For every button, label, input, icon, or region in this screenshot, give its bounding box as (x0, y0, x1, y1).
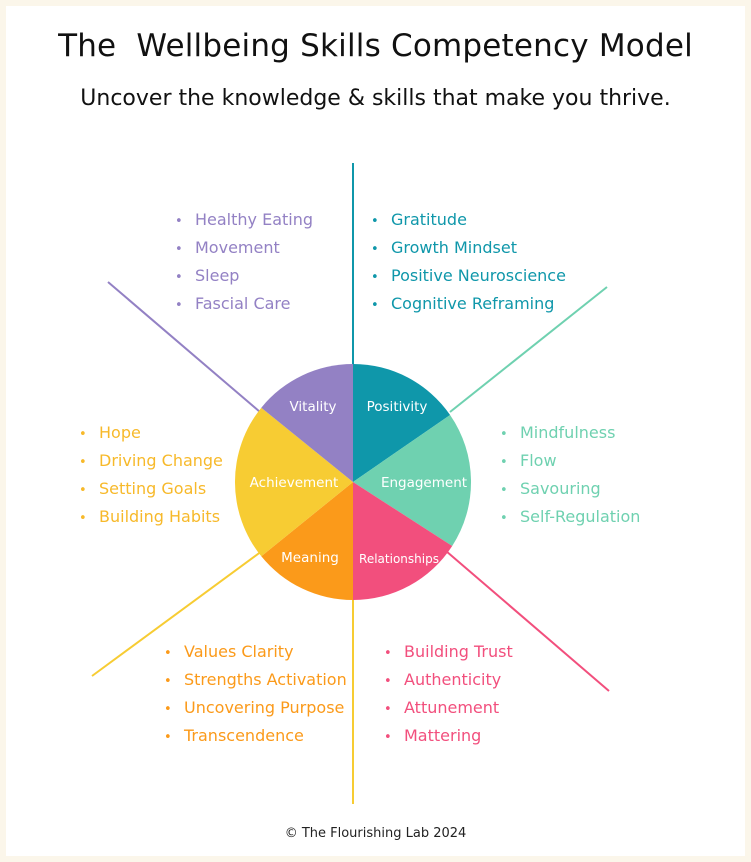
bullet-dot-icon: • (371, 298, 379, 313)
bullet-dot-icon: • (371, 214, 379, 229)
achievement-skill-item: • Driving Change (79, 448, 223, 476)
vitality-skill-item: • Sleep (175, 263, 313, 291)
meaning-segment (261, 482, 353, 600)
meaning-skill-label: Uncovering Purpose (184, 698, 345, 717)
bullet-dot-icon: • (79, 483, 87, 498)
relationships-skill-list: •Building Trust•Authenticity•Attunement•… (384, 639, 513, 751)
relationships-skill-label: Building Trust (404, 642, 513, 661)
relationships-skill-label: Attunement (404, 698, 500, 717)
engagement-skill-item: • Savouring (500, 476, 640, 504)
bullet-dot-icon: • (164, 702, 172, 717)
achievement-skill-item: • Setting Goals (79, 476, 223, 504)
positivity-skill-item: • Growth Mindset (371, 235, 566, 263)
meaning-skill-label: Values Clarity (184, 642, 294, 661)
positivity-skill-label: Growth Mindset (391, 238, 517, 257)
bullet-dot-icon: • (175, 270, 183, 285)
achievement-skill-label: Hope (99, 423, 141, 442)
meaning-skill-item: • Values Clarity (164, 639, 347, 667)
bullet-dot-icon: • (175, 242, 183, 257)
bullet-dot-icon: • (164, 674, 172, 689)
relationships-skill-item: • Mattering (384, 723, 513, 751)
engagement-segment (353, 415, 472, 546)
vitality-skill-label: Movement (195, 238, 280, 257)
vitality-skill-item: • Healthy Eating (175, 207, 313, 235)
bullet-dot-icon: • (500, 455, 508, 470)
relationships-skill-label: Mattering (404, 726, 482, 745)
relationships-skill-item: • Attunement (384, 695, 513, 723)
bullet-dot-icon: • (79, 455, 87, 470)
bullet-dot-icon: • (384, 674, 392, 689)
meaning-skill-item: • Uncovering Purpose (164, 695, 347, 723)
vitality-skill-list: • Healthy Eating • Movement • Sleep • Fascial C… (175, 207, 313, 319)
relationships-skill-label: Authenticity (404, 670, 502, 689)
bullet-dot-icon: • (164, 730, 172, 745)
relationships-spoke (445, 550, 610, 692)
bullet-dot-icon: • (79, 427, 87, 442)
vitality-skill-item: • Movement (175, 235, 313, 263)
bullet-dot-icon: • (371, 242, 379, 257)
positivity-skill-item: • Gratitude (371, 207, 566, 235)
engagement-skill-item: • Mindfulness (500, 420, 640, 448)
meaning-label: Meaning (281, 550, 339, 566)
positivity-skill-item: • Positive Neuroscience (371, 263, 566, 291)
bullet-dot-icon: • (371, 270, 379, 285)
vitality-skill-item: • Fascial Care (175, 291, 313, 319)
copyright-footer: © The Flourishing Lab 2024 (284, 826, 467, 841)
achievement-skill-label: Building Habits (99, 507, 221, 526)
meaning-skill-label: Transcendence (184, 726, 304, 745)
positivity-skill-label: Positive Neuroscience (391, 266, 566, 285)
achievement-label: Achievement (250, 475, 339, 491)
positivity-skill-label: Cognitive Reframing (391, 294, 555, 313)
achievement-skill-item: • Hope (79, 420, 223, 448)
vitality-spoke (107, 281, 261, 413)
engagement-skill-item: • Self-Regulation (500, 504, 640, 532)
positivity-skill-item: • Cognitive Reframing (371, 291, 566, 319)
vitality-label: Vitality (289, 399, 336, 415)
engagement-skill-item: • Flow (500, 448, 640, 476)
bullet-dot-icon: • (175, 214, 183, 229)
engagement-skill-label: Mindfulness (520, 423, 616, 442)
achievement-skill-label: Setting Goals (99, 479, 207, 498)
achievement-skill-label: Driving Change (99, 451, 223, 470)
achievement-skill-list: • Hope • Driving Change • Setting Goals • Build… (79, 420, 223, 532)
achievement-segment (234, 407, 353, 557)
bullet-dot-icon: • (79, 511, 87, 526)
bullet-dot-icon: • (500, 483, 508, 498)
achievement-skill-item: • Building Habits (79, 504, 223, 532)
positivity-label: Positivity (367, 399, 428, 415)
meaning-skill-list: • Values Clarity • Strengths Activation • Unc… (164, 639, 347, 751)
bullet-dot-icon: • (500, 427, 508, 442)
engagement-label: Engagement (381, 475, 467, 491)
vitality-skill-label: Healthy Eating (195, 210, 314, 229)
engagement-skill-label: Savouring (520, 479, 601, 498)
engagement-skill-label: Flow (520, 451, 557, 470)
bullet-dot-icon: • (500, 511, 508, 526)
engagement-skill-label: Self-Regulation (520, 507, 641, 526)
bullet-dot-icon: • (164, 646, 172, 661)
bullet-dot-icon: • (384, 646, 392, 661)
bullet-dot-icon: • (384, 730, 392, 745)
relationships-skill-item: • Authenticity (384, 667, 513, 695)
page-title: The Wellbeing Skills Competency Model (58, 28, 693, 64)
bullet-dot-icon: • (175, 298, 183, 313)
meaning-skill-item: • Transcendence (164, 723, 347, 751)
vitality-skill-label: Sleep (195, 266, 240, 285)
relationships-segment (353, 482, 453, 600)
bullet-dot-icon: • (384, 702, 392, 717)
positivity-segment (353, 364, 451, 482)
meaning-skill-label: Strengths Activation (184, 670, 347, 689)
vitality-skill-label: Fascial Care (195, 294, 291, 313)
engagement-skill-list: • Mindfulness • Flow • Savouring • Self-Regulat… (500, 420, 640, 532)
relationships-skill-item: • Building Trust (384, 639, 513, 667)
engagement-spoke (449, 286, 608, 413)
relationships-label: Relationships (359, 552, 439, 566)
meaning-skill-item: • Strengths Activation (164, 667, 347, 695)
positivity-skill-label: Gratitude (391, 210, 467, 229)
positivity-skill-list: • Gratitude • Growth Mindset • Positive Neuro… (371, 207, 566, 319)
achievement-spoke (91, 550, 263, 677)
vitality-segment (261, 364, 353, 482)
page-subtitle: Uncover the knowledge & skills that make… (80, 86, 671, 111)
